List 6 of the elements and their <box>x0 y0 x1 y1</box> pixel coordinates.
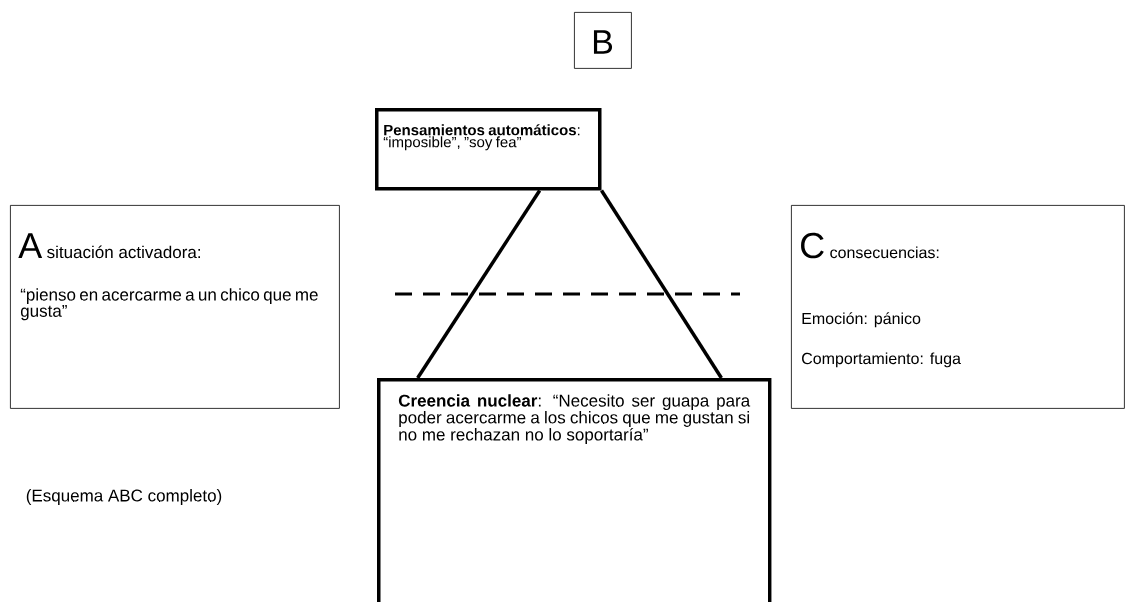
connector-line <box>416 189 542 379</box>
thought-box: Pensamientos automáticos: “imposible”, ”soy fea” <box>375 108 602 191</box>
caption-text: (Esquema ABC completo) <box>26 489 222 505</box>
letter-box: B <box>574 12 632 69</box>
belief-box: Creencia nuclear: “Necesito ser guapa para poder acercarme a los chicos que me gustan si no me rechazan no lo soportaría” <box>377 378 772 602</box>
connector-line <box>600 189 723 379</box>
